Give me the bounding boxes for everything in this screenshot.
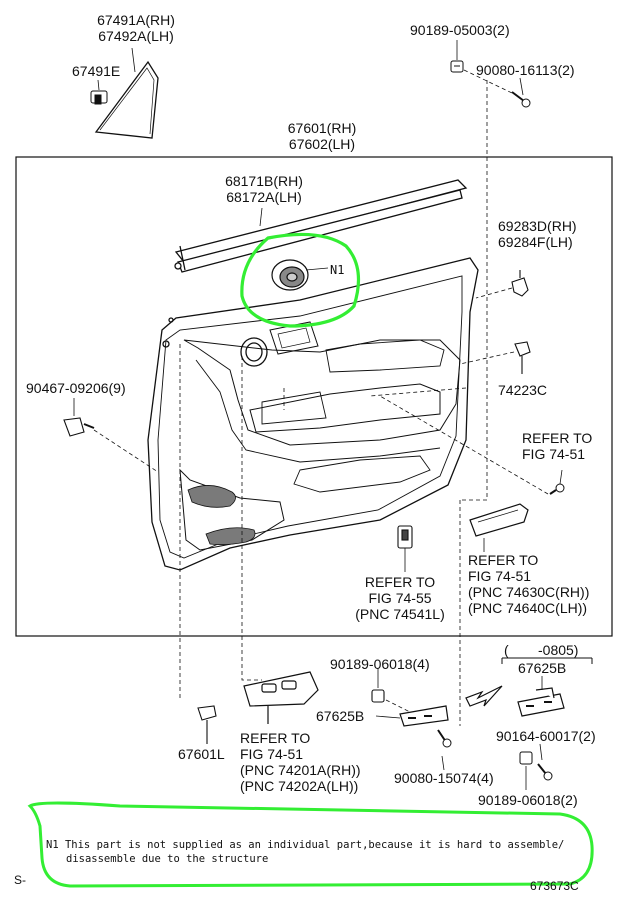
screw-right bbox=[549, 483, 565, 495]
label-90080-15074: 90080-15074(4) bbox=[394, 770, 494, 786]
screw-90080-15074 bbox=[437, 729, 452, 748]
bracket-67625b-mid bbox=[399, 705, 449, 727]
door-trim-panel bbox=[147, 257, 479, 571]
clip-67601l bbox=[197, 705, 217, 744]
note-line-2: disassemble due to the structure bbox=[66, 853, 269, 865]
label-67602: 67602(LH) bbox=[288, 136, 356, 152]
clip-90467-09206 bbox=[63, 417, 95, 437]
label-74223c: 74223C bbox=[498, 382, 548, 398]
range-close: -0805) bbox=[538, 642, 579, 658]
clip-90189-05003 bbox=[450, 60, 464, 73]
ref1-line2: FIG 74-51 bbox=[522, 446, 586, 462]
label-67625b-top: 67625B bbox=[518, 660, 567, 676]
speaker-grille bbox=[187, 485, 256, 546]
screw-90080-16113 bbox=[511, 91, 531, 108]
assembly-frame bbox=[15, 156, 613, 637]
clip-69283d bbox=[511, 270, 529, 297]
ref3-line1: REFER TO bbox=[468, 552, 539, 568]
ref4-line1: REFER TO bbox=[240, 730, 311, 746]
label-90189-05003: 90189-05003(2) bbox=[410, 22, 510, 38]
range-open: ( bbox=[504, 642, 509, 658]
label-90467-09206: 90467-09206(9) bbox=[26, 380, 126, 396]
speaker-n1 bbox=[271, 259, 309, 291]
mirror-cover-67491a bbox=[94, 60, 159, 139]
ref3-line4: (PNC 74640C(LH)) bbox=[468, 600, 588, 616]
label-90080-16113: 90080-16113(2) bbox=[476, 62, 575, 78]
highlight-circle-n1 bbox=[240, 232, 361, 328]
corner-code-left: S- bbox=[14, 873, 26, 887]
armrest-74630c bbox=[469, 503, 529, 537]
switch-74541l bbox=[397, 525, 413, 549]
weatherstrip-68171b bbox=[174, 179, 468, 273]
ref4-line4: (PNC 74202A(LH)) bbox=[240, 778, 359, 794]
ref3-line3: (PNC 74630C(RH)) bbox=[468, 584, 590, 600]
clip-90189-06018-4 bbox=[371, 689, 385, 703]
clip-74223c bbox=[514, 341, 531, 374]
ref3-line2: FIG 74-51 bbox=[468, 568, 532, 584]
highlight-note-box bbox=[27, 801, 594, 888]
label-90189-06018-2: 90189-06018(2) bbox=[478, 792, 578, 808]
ref1-line1: REFER TO bbox=[522, 430, 593, 446]
label-n1: N1 bbox=[330, 263, 345, 277]
ref2-line1: REFER TO bbox=[364, 574, 436, 590]
label-67601l: 67601L bbox=[178, 746, 225, 762]
figure-code: 673673C bbox=[530, 879, 579, 893]
ref2-line2: FIG 74-55 bbox=[368, 590, 432, 606]
label-67491a: 67491A(RH) bbox=[97, 12, 175, 28]
clip-90189-06018-2 bbox=[519, 751, 533, 765]
note-line-1: N1 This part is not supplied as an indiv… bbox=[46, 839, 565, 851]
label-67491e: 67491E bbox=[72, 63, 121, 79]
clip-67491e bbox=[90, 90, 108, 105]
ref4-line2: FIG 74-51 bbox=[240, 746, 304, 762]
label-90189-06018-4: 90189-06018(4) bbox=[330, 656, 430, 672]
label-69284f: 69284F(LH) bbox=[498, 234, 573, 250]
bezel-74201a bbox=[243, 671, 319, 724]
label-90164-60017: 90164-60017(2) bbox=[496, 728, 596, 744]
label-67625b-mid: 67625B bbox=[316, 708, 365, 724]
bracket-67625b-top bbox=[517, 687, 565, 717]
label-67492a: 67492A(LH) bbox=[98, 28, 174, 44]
ref4-line3: (PNC 74201A(RH)) bbox=[240, 762, 361, 778]
label-68171b: 68171B(RH) bbox=[225, 173, 303, 189]
label-68172a: 68172A(LH) bbox=[226, 189, 302, 205]
label-69283d: 69283D(RH) bbox=[498, 218, 577, 234]
screw-90164-60017 bbox=[537, 763, 553, 781]
ref2-line3: (PNC 74541L) bbox=[355, 606, 445, 622]
label-67601: 67601(RH) bbox=[287, 120, 357, 136]
direction-arrow bbox=[465, 685, 503, 707]
